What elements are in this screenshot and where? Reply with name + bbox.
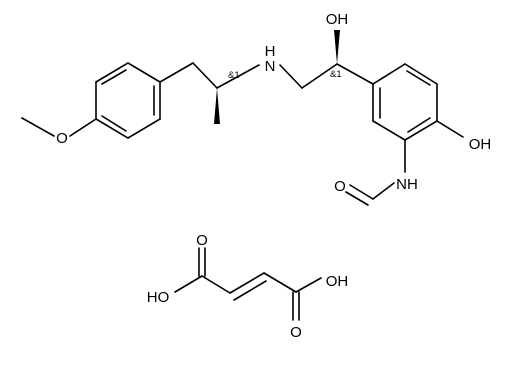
methoxy-group: O [21,117,97,147]
methoxy-oxygen-label: O [56,130,68,147]
phenol-group: OH [436,120,492,153]
amine-hydrogen-label: H [265,43,276,60]
amide-nh-label: NH [396,176,418,193]
formamide-group: NH O [334,139,418,206]
hydroxyl-wedge-bond [334,30,340,64]
stereo-label-amine: &1 [228,70,240,81]
side-hydroxyl-label: OH [326,11,349,28]
stereo-label-alcohol: &1 [330,69,342,80]
methoxyphenyl-ring [95,62,161,139]
fumaric-top-oxygen-label: O [196,232,208,249]
amine-nitrogen-label: N [265,58,276,75]
fumaric-bottom-oxygen-label: O [290,324,302,341]
fumaric-acid: HO O OH O [147,232,349,341]
amine-chain: N H OH &1 &1 [159,11,374,124]
amide-oxygen-label: O [334,178,346,195]
hydroxyphenyl-ring [372,63,438,141]
methyl-wedge-bond [214,88,220,124]
fumaric-oh-label: OH [326,273,349,290]
fumaric-ho-label: HO [147,289,170,306]
ring-hydroxyl-label: OH [469,136,492,153]
